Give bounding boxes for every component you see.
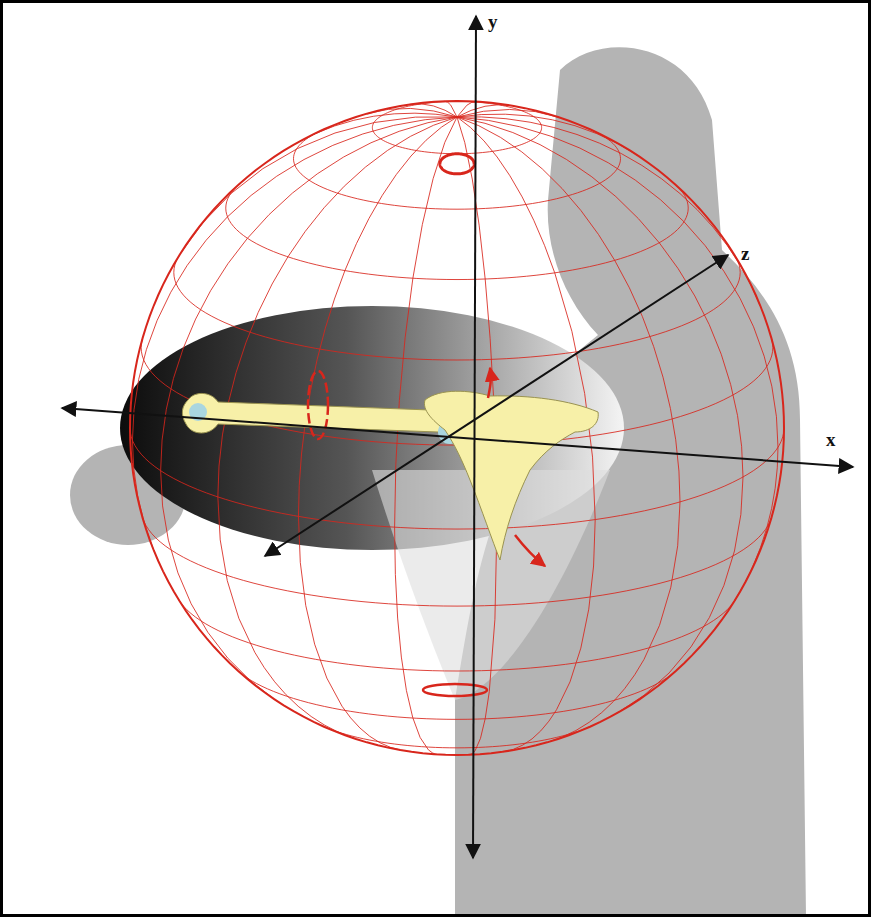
sphere-outline [130, 101, 784, 755]
pole-ring [440, 154, 474, 174]
depression-arrow [515, 535, 545, 566]
axial-rotation-arrow [308, 371, 328, 439]
axis-label: x [826, 430, 836, 449]
z-axis [265, 255, 728, 556]
axis-label: y [488, 12, 498, 31]
sphere-grid [130, 101, 784, 755]
x-axis [62, 408, 853, 467]
y-axis [473, 16, 476, 858]
circumduction-arrow [423, 684, 487, 696]
wireframe-sphere [130, 101, 784, 755]
scapula-bone [424, 391, 598, 560]
elevation-arrow [488, 368, 491, 398]
humerus-bone [182, 393, 466, 436]
axis-label: z [741, 244, 749, 263]
